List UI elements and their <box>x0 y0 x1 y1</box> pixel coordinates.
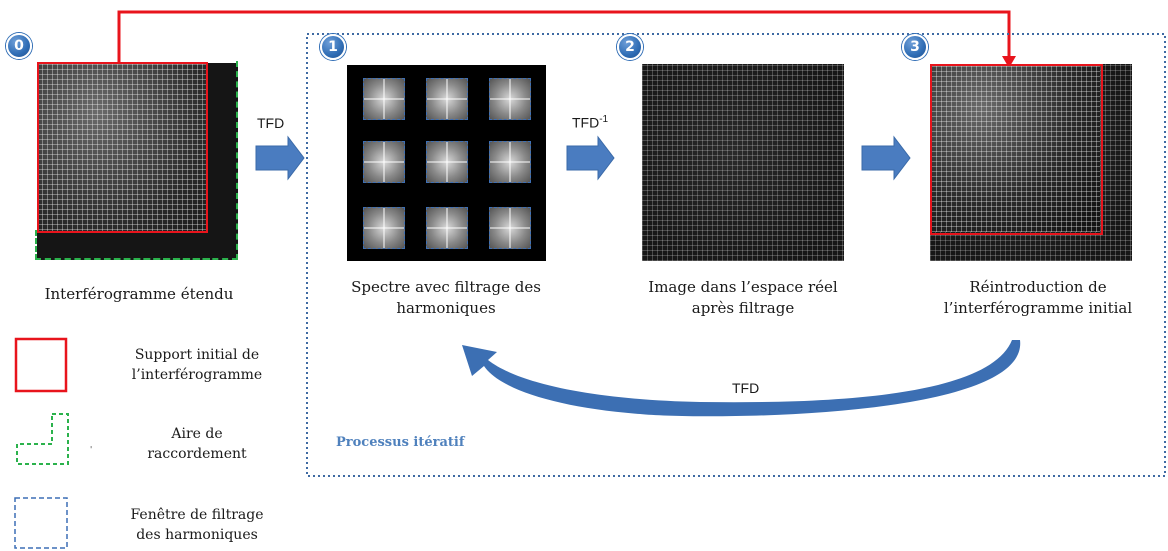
extended-interferogram-image <box>37 63 238 260</box>
legend-joining-line2: raccordement <box>147 446 247 462</box>
harmonic-window <box>363 78 405 120</box>
legend-filter-line1: Fenêtre de filtrage <box>130 507 264 523</box>
red-connector-arrowhead <box>1002 56 1016 68</box>
arrow-tfd-inverse <box>566 135 615 181</box>
step-2-badge: 2 <box>617 34 643 60</box>
spectrum-image <box>347 65 546 261</box>
tfd-inverse-base: TFD <box>572 114 600 131</box>
legend-filter-text: Fenêtre de filtrage des harmoniques <box>107 505 287 545</box>
harmonic-window <box>489 207 531 249</box>
extended-area-dark-right <box>208 63 238 260</box>
legend-support-line2: l’interférogramme <box>131 367 263 383</box>
red-connector-line <box>117 10 1011 64</box>
loop-arrow <box>462 340 1021 417</box>
arrow-tfd <box>255 135 305 181</box>
joining-area-inner <box>35 230 210 260</box>
tfd-inverse-label: TFD-1 <box>572 114 608 131</box>
step-0-badge: 0 <box>6 33 32 59</box>
step-3-caption-line1: Réintroduction de <box>969 278 1107 296</box>
legend-filter-line2: des harmoniques <box>136 527 258 543</box>
harmonic-window <box>489 141 531 183</box>
process-label: Processus itératif <box>336 435 465 450</box>
legend-green-shape <box>16 413 69 465</box>
step-3-badge: 3 <box>902 34 928 60</box>
step-1-caption-line2: harmoniques <box>396 299 496 317</box>
legend-joining-text: Aire de raccordement <box>107 424 287 464</box>
step-1-caption: Spectre avec filtrage des harmoniques <box>326 277 566 319</box>
legend-small-mark: ' <box>90 445 92 454</box>
harmonic-window <box>489 78 531 120</box>
step-2-caption-line2: après filtrage <box>691 299 795 317</box>
reintroduced-interferogram <box>931 65 1100 232</box>
tfd-loop-label: TFD <box>732 380 760 396</box>
legend-blue-square <box>14 497 68 549</box>
initial-support-box <box>37 62 208 233</box>
step-1-badge: 1 <box>320 34 346 60</box>
step-2-caption: Image dans l’espace réel après filtrage <box>623 277 863 319</box>
reintroduced-support-box <box>930 64 1103 235</box>
step-3-caption: Réintroduction de l’interférogramme init… <box>908 277 1168 319</box>
harmonic-window <box>426 207 468 249</box>
tfd-inverse-sup: -1 <box>599 114 609 125</box>
legend-support-line1: Support initial de <box>134 347 260 363</box>
legend-red-square <box>14 337 68 393</box>
step-0-caption: Interférogramme étendu <box>44 285 234 303</box>
harmonic-window <box>363 207 405 249</box>
tfd-label: TFD <box>257 115 285 131</box>
harmonic-window <box>363 141 405 183</box>
filtered-real-space-image <box>642 64 844 261</box>
step-2-caption-line1: Image dans l’espace réel <box>648 278 838 296</box>
step-3-caption-line2: l’interférogramme initial <box>943 299 1133 317</box>
legend-joining-line1: Aire de <box>171 426 223 442</box>
harmonic-window <box>426 78 468 120</box>
step-1-caption-line1: Spectre avec filtrage des <box>351 278 541 296</box>
extended-area-dark <box>37 232 238 260</box>
arrow-to-step3 <box>861 135 911 181</box>
harmonic-window <box>426 141 468 183</box>
legend-support-text: Support initial de l’interférogramme <box>107 345 287 385</box>
